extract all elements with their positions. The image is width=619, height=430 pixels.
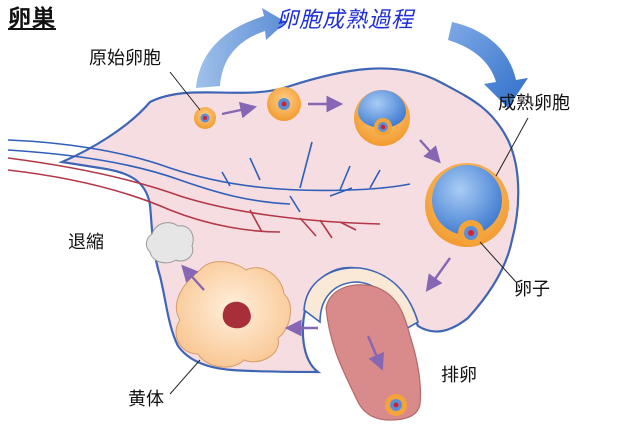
- process-arrow-left: [196, 8, 286, 88]
- label-corpus-luteum: 黄体: [128, 391, 164, 409]
- label-atresia: 退縮: [68, 234, 104, 252]
- label-ovulation: 排卵: [441, 367, 477, 385]
- label-mature-follicle: 成熟卵胞: [498, 95, 570, 113]
- process-title: 卵胞成熟過程: [276, 10, 414, 32]
- label-primordial-follicle: 原始卵胞: [89, 50, 161, 68]
- primordial-follicle: [194, 107, 216, 129]
- growing-follicle-small: [267, 87, 301, 121]
- label-egg: 卵子: [514, 281, 550, 299]
- released-egg: [385, 394, 407, 416]
- corpus-pointer: [170, 360, 200, 394]
- growing-follicle-antral: [354, 90, 410, 146]
- ovary-title: 卵巣: [8, 8, 56, 31]
